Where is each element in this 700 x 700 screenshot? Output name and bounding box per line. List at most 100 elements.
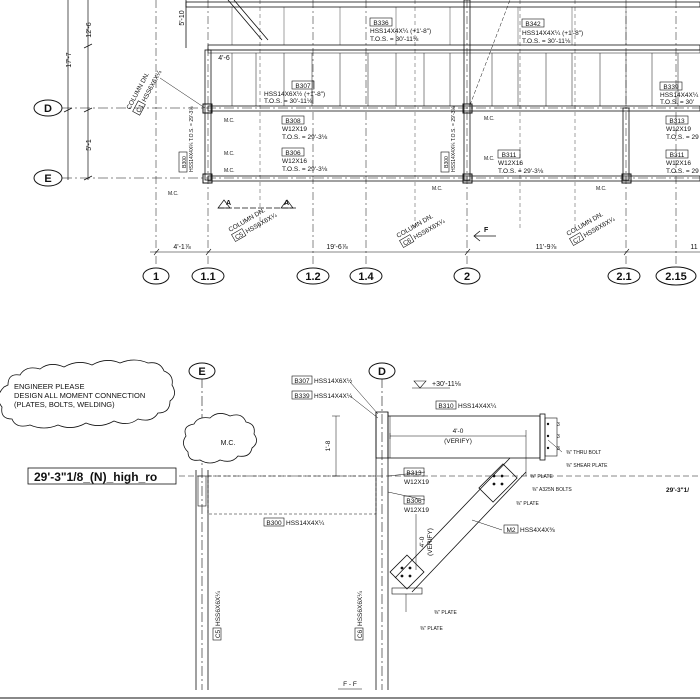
dimension-text: 1'-8: [325, 440, 332, 451]
brace-callout: M2 HSS4X4X⅜: [503, 524, 555, 534]
column-tag: C6: [357, 629, 364, 638]
engineer-note-cloud: ENGINEER PLEASE DESIGN ALL MOMENT CONNEC…: [0, 359, 175, 429]
note-line: DESIGN ALL MOMENT CONNECTION: [14, 391, 145, 400]
grid-bubble-1-4: 1.4: [349, 267, 383, 285]
grid-bubble-2: 2: [453, 267, 481, 285]
column-callout: COLUMN DN. C7 HSS6X6X¼: [566, 211, 617, 246]
connection-note: ⅜" PLATE: [434, 610, 457, 616]
beam-tag: B311: [670, 152, 685, 159]
grid-bubble-2-1: 2.1: [607, 267, 641, 285]
beam-tag: B308: [285, 118, 301, 125]
beam-callout: B310 HSS14X4X¼: [435, 400, 497, 410]
beam-size: W12X19: [666, 126, 691, 133]
connection-note: ⅜" SHEAR PLATE: [566, 463, 608, 469]
beam-callout: B339 HSS14X4X¼ T.O.S. = 30': [659, 81, 699, 106]
moment-connection-label: M.C.: [168, 191, 179, 197]
beam-tos: T.O.S. = 30'-11⅛: [370, 36, 419, 43]
beam-callout-vertical: B300 HSS14X4X¼ T.O.S. = 29'-3⅛: [178, 106, 195, 173]
beam-tos: T.O.S. = 29: [666, 168, 699, 175]
grid-bubble-d: D: [33, 99, 63, 117]
dimension-text: 11'-9⅞: [536, 244, 557, 251]
beam-callout: B308 W12X19 T.O.S. = 29'-3⅛: [281, 115, 328, 141]
beam-size: HSS14X4X¼: [286, 520, 325, 527]
dimension-text: 4'-6: [218, 55, 230, 62]
beam-tag: B306: [285, 150, 301, 157]
elevation-flag: 29'-3"1/8_(N)_high_ro: [27, 467, 177, 485]
grid-label: D: [378, 366, 386, 378]
grid-label: 2: [464, 271, 470, 283]
column-callout: COLUMN DN. C5 HSS6X6X¼: [228, 207, 279, 242]
brace-size: HSS4X4X⅜: [520, 527, 555, 534]
beam-callout-vertical: B300 HSS14X4X¼ T.O.S. = 29'-3⅛: [440, 106, 457, 173]
beam-size: HSS14X4X¼: [660, 92, 699, 99]
connection-note: ⅜" A325N BOLTS: [532, 487, 572, 493]
beam-tos: T.O.S. = 29'-3⅛: [498, 168, 544, 175]
beam-size: HSS14X4X¼ (+1'-8"): [522, 30, 583, 37]
leader-lines: [159, 77, 563, 531]
plan-column-callouts: COLUMN DN. C1 HSS6X6X¼ COLUMN DN. C5 HSS…: [126, 69, 617, 248]
dimension-text: 17'-7: [66, 52, 73, 67]
moment-connection-label: M.C.: [596, 186, 607, 192]
moment-connection-label: M.C.: [224, 151, 235, 157]
dimension-text: 11: [690, 244, 697, 251]
beam-callout: B307 HSS14X6X½ (+1'-8") T.O.S. = 30'-11⅛: [264, 80, 325, 105]
beam-tag: B342: [525, 21, 541, 28]
column-tag: C5: [234, 231, 245, 241]
grid-label: 1.2: [305, 271, 320, 283]
beam-tag: B300: [444, 156, 450, 168]
top-elevation: +30'-11⅛: [432, 381, 461, 388]
section-cut-label: F: [484, 227, 489, 234]
beam-size: HSS14X4X¼ (+1'-8"): [370, 28, 431, 35]
beam-callout: B313 W12X19 T.O.S. = 29: [665, 115, 699, 141]
column-tag: C5: [215, 629, 222, 638]
grid-label: 1: [153, 271, 159, 283]
beam-size: HSS14X4X¼: [458, 403, 497, 410]
section-cut-label: A: [226, 200, 231, 207]
moment-connection-label: M.C.: [484, 116, 495, 122]
beam-callout: B339 HSS14X4X¼: [291, 390, 353, 400]
column-tag: C1: [135, 103, 145, 114]
section-callouts: B307 HSS14X6X½ B339 HSS14X4X¼ B310 HSS14…: [263, 375, 555, 534]
beam-tag: B307: [295, 83, 311, 90]
section-column-callouts: C5 HSS6X6X¼ C6 HSS6X6X¼: [212, 591, 364, 641]
grid-label: D: [44, 103, 52, 115]
plan-grid-bubbles: D E 1 1.1 1.2 1.4 2 2.1: [33, 99, 697, 286]
plan-beam-callouts: B336 HSS14X4X¼ (+1'-8") T.O.S. = 30'-11⅛…: [178, 17, 699, 175]
beam-size: W12X16: [282, 158, 307, 165]
beam-tag: B300: [266, 520, 282, 527]
grid-bubble-1-1: 1.1: [191, 267, 225, 285]
beam-size: HSS14X4X¼ T.O.S. = 29'-3⅛: [451, 106, 457, 172]
beam-size: HSS14X4X¼: [314, 393, 353, 400]
grid-bubble-1-2: 1.2: [296, 267, 330, 285]
dimension-text: 5'-10: [179, 10, 186, 25]
beam-callout: B306 W12X16 T.O.S. = 29'-3⅛: [281, 147, 328, 173]
elevation-text: 29'-3"1/: [666, 487, 689, 494]
beam-callout: B311 W12X16 T.O.S. = 29'-3⅛: [497, 149, 544, 175]
section-dimensions: 4'-0 (VERIFY) 1'-8 4'-0 (VERIFY): [325, 428, 472, 556]
beam-tag: B300: [182, 156, 188, 168]
beam-size: HSS14X6X½ (+1'-8"): [264, 90, 325, 98]
dimension-text: 4'-0: [453, 428, 464, 435]
beam-tos: T.O.S. = 30': [660, 99, 694, 106]
beam-callout: B313 W12X19: [403, 467, 429, 486]
connection-note: ⅜" PLATE: [516, 501, 539, 507]
beam-size: HSS14X6X½: [314, 377, 353, 385]
beam-callout: B342 HSS14X4X¼ (+1'-8") T.O.S. = 30'-11⅛: [521, 18, 583, 45]
beam-size: W12X16: [666, 160, 691, 167]
grid-label: E: [198, 366, 205, 378]
beam-tag: B307: [294, 378, 310, 385]
dimension-text: 5'-1: [86, 139, 93, 151]
beam-tag: B313: [669, 118, 685, 125]
section-title-text: F - F: [343, 681, 357, 688]
beam-tag: B311: [502, 152, 517, 159]
dimension-text: 4'-0: [419, 536, 426, 547]
moment-connection-label: M.C.: [224, 168, 235, 174]
column-size: HSS6X6X¼: [215, 591, 222, 626]
beam-tag: B313: [406, 470, 422, 477]
beam-tos: T.O.S. = 29'-3⅛: [282, 134, 328, 141]
dimension-text: 12'-6: [86, 22, 93, 37]
column-callout-c6: C6 HSS6X6X¼: [354, 591, 364, 641]
dimension-text: 19'-6⅞: [326, 244, 347, 251]
beam-tag: B339: [294, 393, 310, 400]
